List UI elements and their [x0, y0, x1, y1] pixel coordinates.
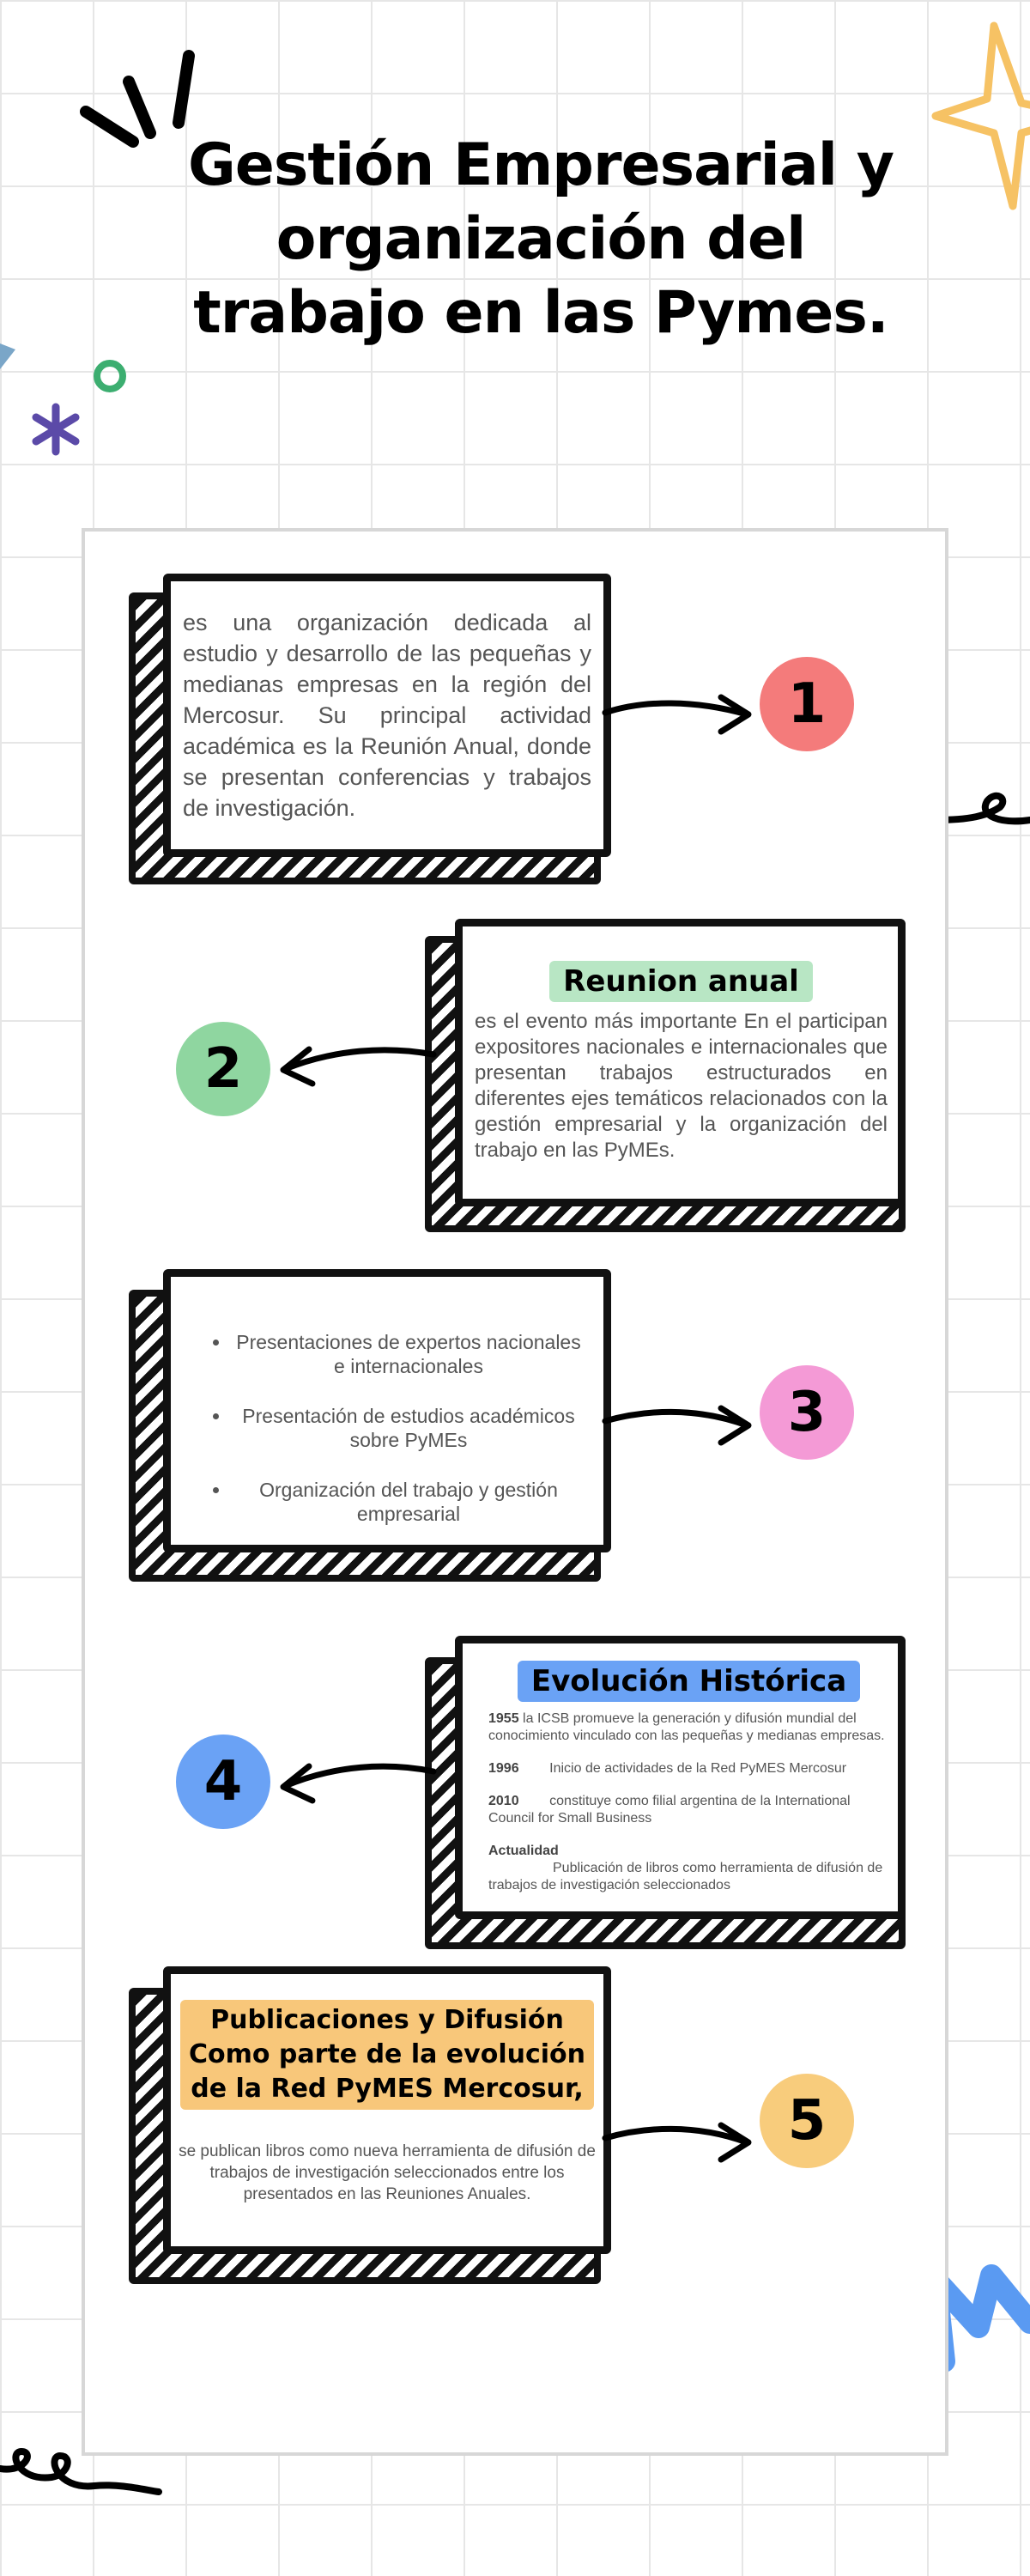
card-1-text: es una organización dedicada al estudio … [183, 610, 591, 821]
card-3-list: Presentaciones de expertos nacionales e … [171, 1330, 603, 1526]
card-2-text: es el evento más importante En el partic… [475, 1010, 888, 1162]
card-4-heading: Evolución Histórica [517, 1661, 861, 1702]
title-line-1: Gestión Empresarial y [187, 131, 894, 199]
step-3-badge: 3 [760, 1365, 854, 1460]
star-outline-icon [931, 21, 1030, 210]
arrow-4-icon [280, 1763, 437, 1804]
card-5-heading-line-2: Como parte de la evolución [188, 2039, 585, 2069]
card-3: Presentaciones de expertos nacionales e … [163, 1269, 611, 1552]
step-1-number: 1 [787, 672, 827, 736]
card-2-heading: Reunion anual [549, 961, 813, 1002]
burst-lines-icon [80, 50, 195, 148]
list-item: Presentaciones de expertos nacionales e … [231, 1330, 586, 1378]
history-entry: 2010 constituye como filial argentina de… [488, 1794, 851, 1826]
history-entry: 1955 la ICSB promueve la generación y di… [488, 1711, 885, 1743]
card-5: Publicaciones y Difusión Como parte de l… [163, 1966, 611, 2254]
card-1: es una organización dedicada al estudio … [163, 574, 611, 857]
step-5-number: 5 [787, 2089, 827, 2153]
card-5-heading-line-1: Publicaciones y Difusión [210, 2005, 564, 2035]
title-line-3: trabajo en las Pymes. [193, 279, 888, 347]
asterisk-icon [32, 403, 80, 456]
squiggle-bottom-icon [0, 2447, 162, 2495]
step-3-number: 3 [787, 1381, 827, 1444]
ring-icon [94, 360, 126, 392]
triangle-icon [0, 343, 15, 369]
step-2-badge: 2 [176, 1022, 270, 1116]
squiggle-right-icon [932, 792, 1030, 825]
title-line-2: organización del [276, 205, 807, 273]
card-4: Evolución Histórica 1955 la ICSB promuev… [455, 1636, 906, 1919]
arrow-2-icon [280, 1046, 437, 1087]
arrow-3-icon [602, 1405, 752, 1446]
list-item: Presentación de estudios académicos sobr… [231, 1404, 586, 1452]
card-5-heading: Publicaciones y Difusión Como parte de l… [179, 2000, 594, 2110]
card-5-text: se publican libros como nueva herramient… [179, 2142, 596, 2203]
step-4-badge: 4 [176, 1735, 270, 1829]
arrow-1-icon [602, 694, 752, 735]
step-2-number: 2 [203, 1037, 243, 1101]
arrow-5-icon [602, 2122, 752, 2163]
list-item: Organización del trabajo y gestión empre… [231, 1478, 586, 1526]
page-title: Gestión Empresarial y organización del t… [129, 129, 953, 350]
card-2: Reunion anual es el evento más important… [455, 919, 906, 1206]
step-4-number: 4 [203, 1750, 243, 1814]
step-5-badge: 5 [760, 2074, 854, 2168]
step-1-badge: 1 [760, 657, 854, 751]
history-entry: 1996 Inicio de actividades de la Red PyM… [488, 1761, 847, 1776]
card-5-heading-line-3: de la Red PyMES Mercosur, [191, 2074, 584, 2104]
